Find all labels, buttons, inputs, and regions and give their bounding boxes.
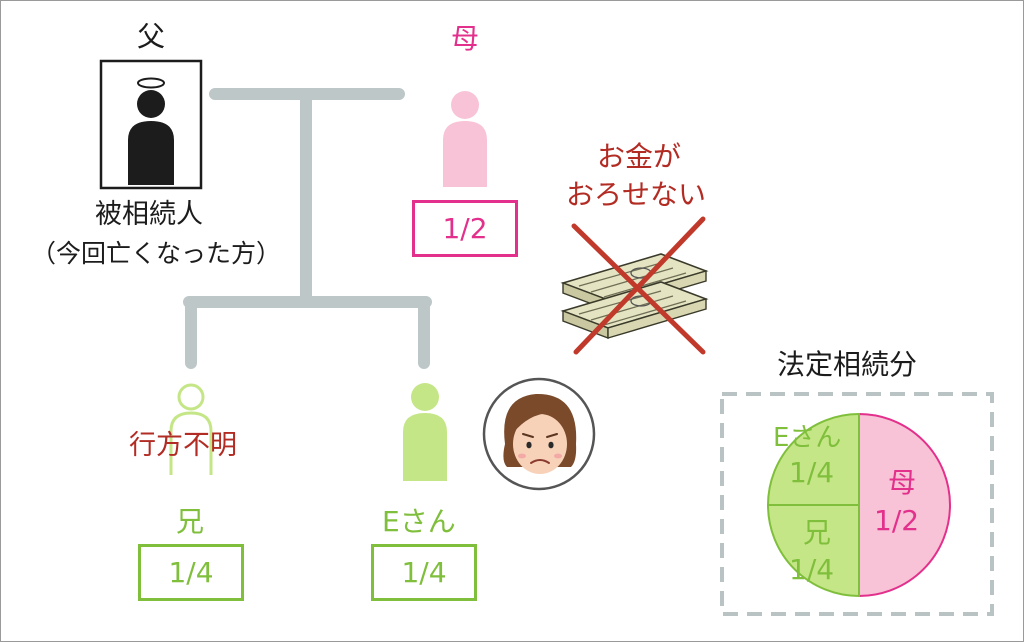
e-san-share-box: 1/4 xyxy=(371,544,477,601)
pie-value-e-san: 1/4 xyxy=(789,456,835,489)
cross-mark-icon xyxy=(571,216,706,355)
mother-person-icon xyxy=(443,91,487,187)
e-san-label: Eさん xyxy=(382,505,456,538)
share-pie-chart xyxy=(766,412,951,598)
pie-slice-e-san xyxy=(766,412,860,506)
money-caption-line2: おろせない xyxy=(566,178,707,211)
brother-label: 兄 xyxy=(176,505,205,538)
tree-connectors xyxy=(183,88,432,369)
halo-icon xyxy=(137,77,165,89)
legal-share-frame xyxy=(720,392,994,616)
mother-share-box: 1/2 xyxy=(412,200,518,257)
pie-slice-mother xyxy=(858,412,951,598)
deceased-role-label: 被相続人 xyxy=(95,199,203,230)
pie-slice-brother xyxy=(766,504,860,598)
brother-status-label: 行方不明 xyxy=(129,430,237,461)
money-caption-line1: お金が xyxy=(597,140,682,173)
mother-label: 母 xyxy=(451,22,480,55)
banknote-stack-icon xyxy=(560,253,709,340)
legal-share-title: 法定相続分 xyxy=(777,348,918,381)
father-label: 父 xyxy=(137,20,166,53)
deceased-note-label: （今回亡くなった方） xyxy=(31,239,282,268)
worried-face-icon xyxy=(482,377,596,491)
brother-person-icon xyxy=(169,383,213,475)
pie-value-mother: 1/2 xyxy=(874,504,920,537)
pie-label-e-san: Eさん xyxy=(773,423,842,453)
e-san-person-icon xyxy=(403,383,447,481)
pie-label-brother: 兄 xyxy=(803,516,832,549)
brother-share-box: 1/4 xyxy=(138,544,244,601)
father-portrait xyxy=(99,59,203,190)
pie-label-mother: 母 xyxy=(888,466,917,499)
pie-value-brother: 1/4 xyxy=(789,553,835,586)
